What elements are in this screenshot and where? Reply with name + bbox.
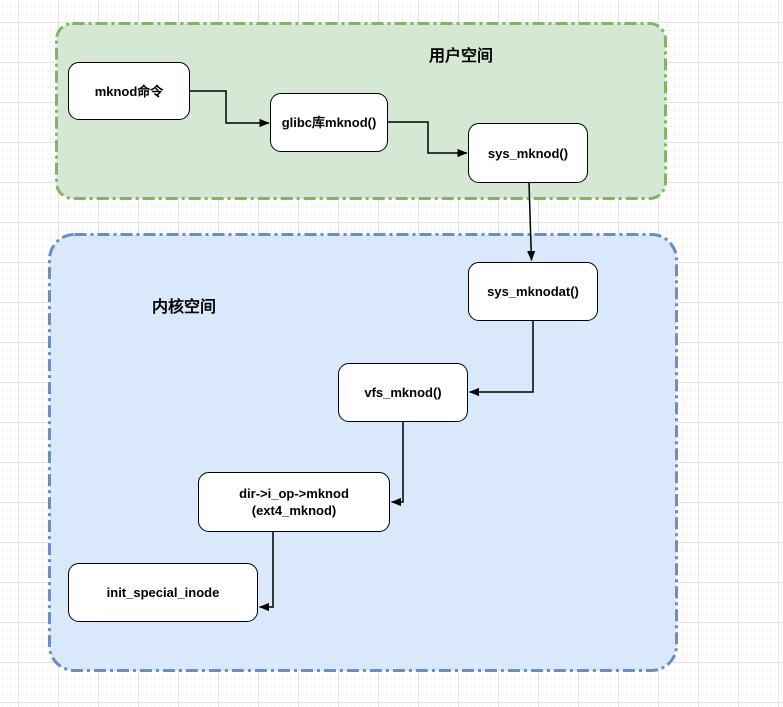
node-sys-mknod: sys_mknod() <box>468 123 588 183</box>
edge-sysmknodat-to-vfsmknod <box>469 321 534 397</box>
node-mknod-command: mknod命令 <box>68 62 190 120</box>
node-glibc-mknod: glibc库mknod() <box>270 93 388 152</box>
node-label: sys_mknodat() <box>487 284 579 299</box>
node-label: sys_mknod() <box>487 145 569 161</box>
node-label-line1: dir->i_op->mknod <box>239 486 349 501</box>
node-vfs-mknod: vfs_mknod() <box>338 363 468 422</box>
edge-diriop-to-initspecial <box>259 532 274 612</box>
node-label: mknod命令 <box>94 83 164 99</box>
node-label-line2: (ext4_mknod) <box>251 503 337 518</box>
node-init-special-inode: init_special_inode <box>68 563 258 622</box>
node-label: glibc库mknod() <box>281 115 377 130</box>
node-label: init_special_inode <box>106 585 220 600</box>
user-space-label: 用户空间 <box>429 48 494 65</box>
edge-vfsmknod-to-diriop <box>391 422 404 507</box>
edge-glibc-to-sysmknod <box>388 121 468 158</box>
edge-mknod-to-glibc <box>190 90 270 128</box>
node-label: vfs_mknod() <box>364 385 442 400</box>
kernel-space-label: 内核空间 <box>152 299 217 316</box>
kernel-space-region <box>48 233 678 672</box>
edge-sysmknod-to-sysmknodat <box>527 182 536 261</box>
node-dir-iop-mknod: dir->i_op->mknod (ext4_mknod) <box>198 472 390 532</box>
node-sys-mknodat: sys_mknodat() <box>468 262 598 321</box>
